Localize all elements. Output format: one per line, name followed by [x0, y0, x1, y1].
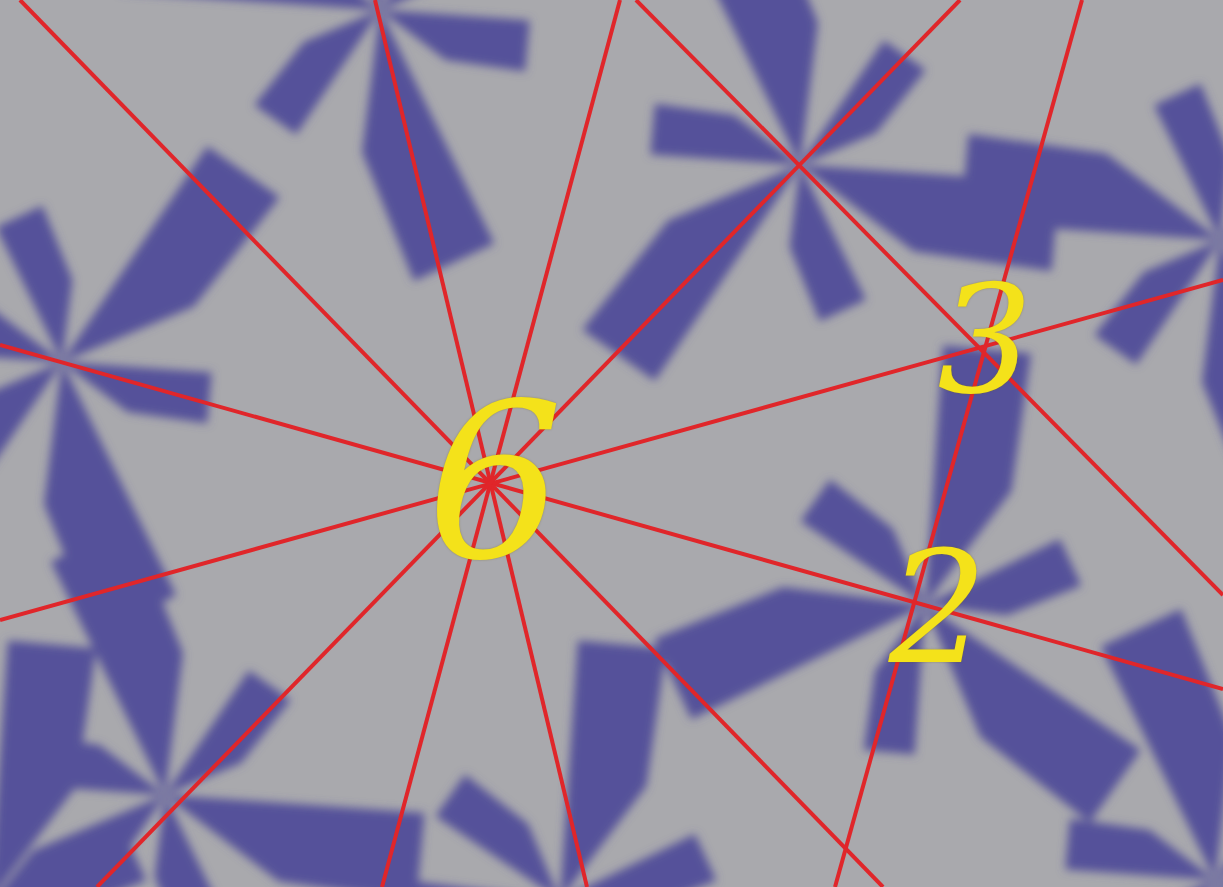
blade [62, 146, 280, 362]
blade [155, 795, 231, 887]
rotation-order-label: 2 [889, 531, 988, 686]
blade [790, 165, 866, 321]
blade [997, 880, 1215, 887]
blade [654, 587, 925, 719]
blade [1101, 609, 1223, 880]
blade [380, 10, 530, 71]
blade [686, 0, 818, 165]
blade [0, 362, 62, 486]
blade [1154, 84, 1223, 240]
blade [380, 0, 598, 10]
blade [1094, 240, 1220, 364]
blade [436, 774, 560, 887]
blade [0, 206, 72, 362]
blade [289, 882, 560, 887]
blade [560, 641, 666, 887]
blade [254, 10, 380, 134]
blade [1220, 240, 1223, 301]
blade [121, 0, 380, 10]
blade [1215, 756, 1223, 880]
rotation-order-label: 6 [427, 375, 564, 590]
rotation-order-label: 3 [937, 265, 1032, 415]
blade [62, 362, 212, 423]
blade [0, 641, 96, 887]
blade [1220, 24, 1223, 240]
blade [165, 671, 291, 795]
